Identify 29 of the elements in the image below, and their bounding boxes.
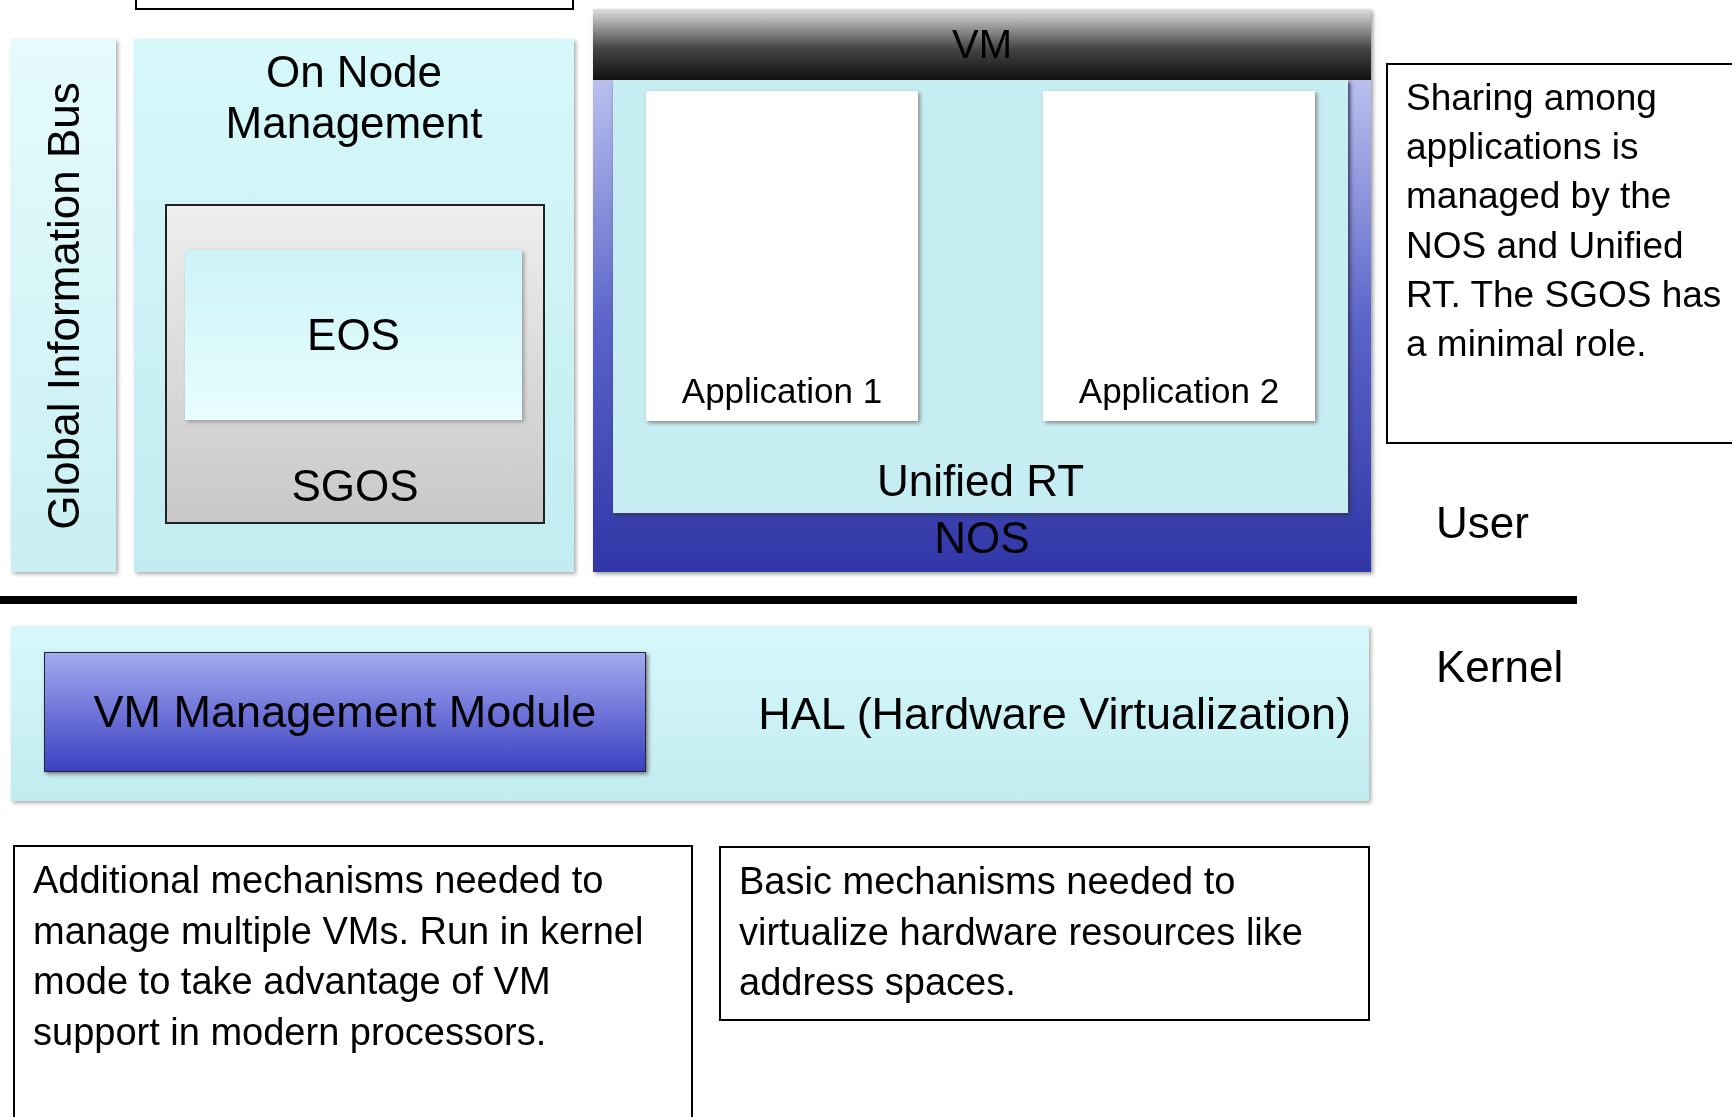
layer-box [11,626,1369,801]
note-text: Sharing among applications is managed by the NOS and Unified RT. The SGOS has a minimal role. [1406,76,1723,366]
module-box [185,250,522,420]
note-box [719,846,1370,1021]
layer-label: NOS [933,513,1031,564]
bus-panel [11,39,116,572]
layer-box [1043,91,1315,421]
layer-name: Kernel [1436,642,1564,692]
note-box [13,845,693,1117]
note-text: Additional mechanisms needed to manage multiple VMs. Run in kernel mode to take advantage of VM support in modern processors. [33,858,645,1055]
layer-label: HAL (Hardware Virtualization) [758,687,1351,740]
note-box [135,0,574,10]
layer-box [646,91,918,421]
note-text: Basic mechanisms needed to virtualize hardware resources like address spaces. [739,859,1304,1006]
layer-label: On Node Management [224,47,484,149]
layer-box [613,80,1348,513]
layer-box [165,204,545,524]
module-box [44,652,646,772]
layer-label: Application 2 [1077,370,1281,411]
layer-box [134,39,574,572]
note-box [1386,63,1732,444]
layer-label: Unified RT [875,456,1085,507]
bus-label: Global Information Bus [38,81,89,530]
layer-label: EOS [306,309,401,361]
layer-label: VM Management Module [92,686,598,738]
layer-name: User [1436,498,1529,548]
layer-label: Application 1 [680,370,884,411]
layer-label: VM [951,21,1013,67]
layer-label: SGOS [290,461,420,512]
